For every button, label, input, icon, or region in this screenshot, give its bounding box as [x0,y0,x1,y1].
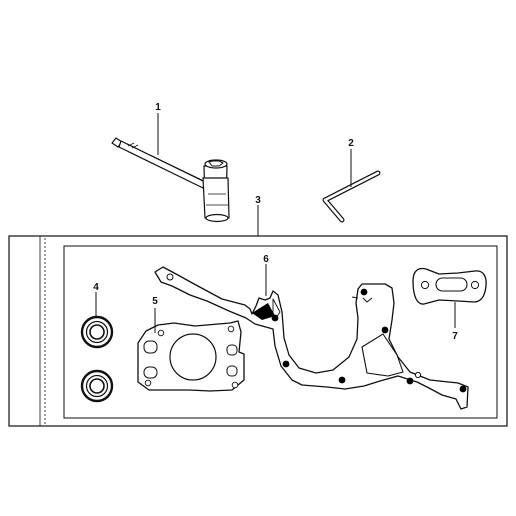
muffler-gasket [412,267,487,305]
gasket-kit-bag [8,235,508,427]
seal-ring-upper [80,315,114,349]
callout-1: 1 [155,102,161,113]
crankcase-gasket-bolt-holes [271,288,467,393]
seal-rings [80,315,114,403]
callout-2: 2 [348,138,354,149]
cylinder-gasket [137,320,245,392]
crankcase-gasket [154,266,469,410]
callout-7: 7 [452,331,458,342]
callout-5: 5 [152,296,158,307]
callout-4: 4 [93,282,99,293]
callout-6: 6 [263,254,269,265]
seal-ring-lower [80,369,114,403]
callout-3: 3 [255,195,261,206]
hex-key [322,170,381,223]
combination-spanner [111,137,230,223]
